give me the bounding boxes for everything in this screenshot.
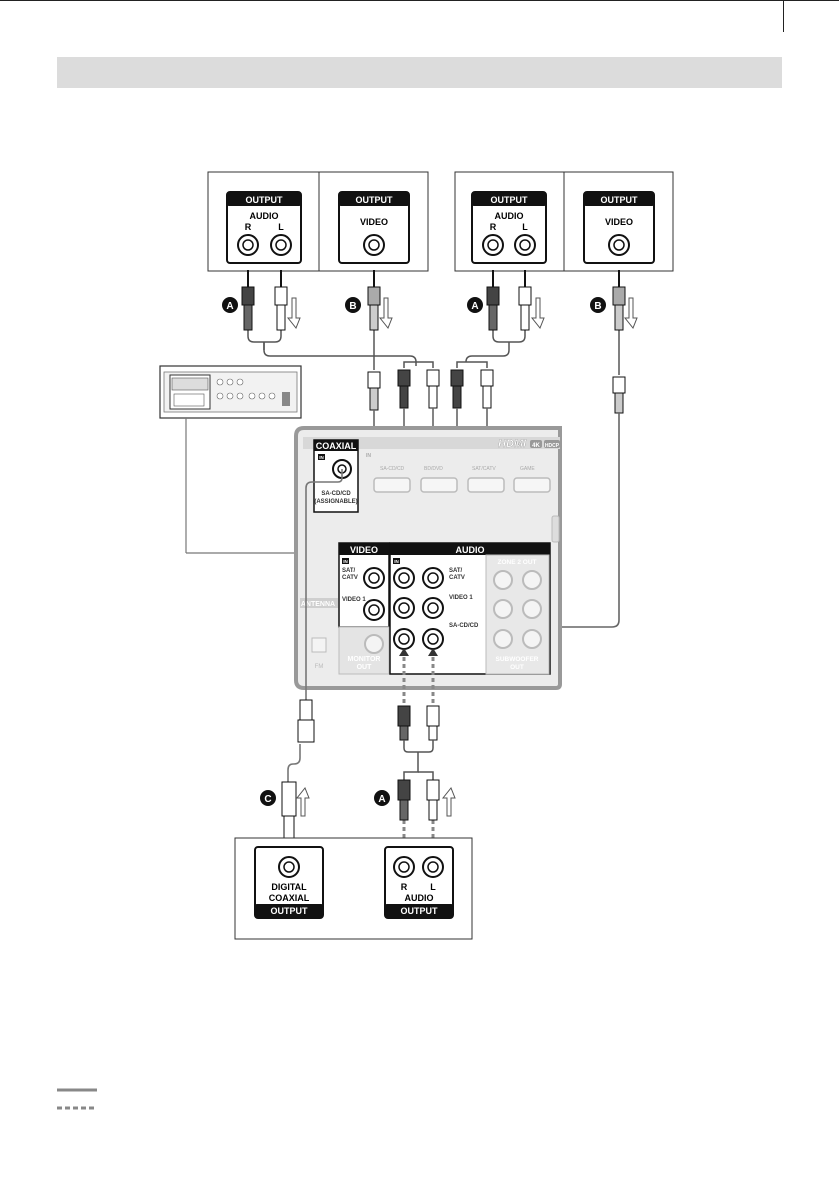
svg-text:B: B xyxy=(594,301,601,312)
plugs-mid xyxy=(367,369,626,414)
page-top-rule xyxy=(0,0,839,1)
top-right-r: R xyxy=(490,222,497,232)
top-left-audio-header: OUTPUT xyxy=(246,195,284,205)
coaxial-label: COAXIAL xyxy=(316,441,357,451)
audio-sacd: SA-CD/CD xyxy=(449,623,479,629)
video-section-label: VIDEO xyxy=(350,545,378,555)
video-sat-1: SAT/ xyxy=(342,568,356,574)
plug-icon xyxy=(486,270,500,331)
audio-section-label: AUDIO xyxy=(456,545,485,555)
top-left-audio-label: AUDIO xyxy=(250,211,279,221)
bottom-arrows-up xyxy=(399,648,438,656)
subwoofer-out-1: SUBWOOFER xyxy=(496,656,539,663)
top-right-video-header: OUTPUT xyxy=(601,195,639,205)
cable-marker-c: C xyxy=(260,790,276,806)
plug-icon xyxy=(274,270,288,331)
receiver-thumbnail xyxy=(159,365,302,554)
flow-arrows-bottom xyxy=(295,787,456,817)
device-top-right: OUTPUT AUDIO R L OUTPUT VIDEO xyxy=(454,171,674,272)
top-right-l: L xyxy=(522,222,528,232)
coax-sub-2: (ASSIGNABLE) xyxy=(314,499,357,505)
bottom-audio-footer: OUTPUT xyxy=(401,906,439,916)
cable-marker-b2: B xyxy=(590,297,606,313)
hdmi-badge-4k: 4K xyxy=(532,443,540,449)
top-right-video-label: VIDEO xyxy=(605,217,633,227)
cable-marker-a1: A xyxy=(222,297,238,313)
plug-icon xyxy=(367,270,381,331)
hdmi-label: HDMI xyxy=(498,438,527,450)
device-top-left: OUTPUT AUDIO R L OUTPUT VIDEO xyxy=(207,171,429,272)
top-left-l: L xyxy=(278,222,284,232)
antenna-label: ANTENNA xyxy=(301,601,335,608)
plugs-top xyxy=(241,270,626,331)
bottom-audio-label: AUDIO xyxy=(405,893,434,903)
audio-sat-2: CATV xyxy=(449,575,465,581)
hdmi-port-3-label: SAT/CATV xyxy=(472,466,496,472)
top-right-audio-label: AUDIO xyxy=(495,211,524,221)
plug-icon xyxy=(612,270,626,331)
coax-out-footer: OUTPUT xyxy=(271,906,309,916)
hdmi-port-1-label: SA-CD/CD xyxy=(380,466,405,472)
subwoofer-out-2: OUT xyxy=(510,664,524,671)
cable-marker-a2: A xyxy=(467,297,483,313)
monitor-out-1: MONITOR xyxy=(348,656,381,663)
svg-text:B: B xyxy=(349,301,356,312)
cable-marker-b1: B xyxy=(345,297,361,313)
top-right-audio-header: OUTPUT xyxy=(491,195,529,205)
legend xyxy=(57,1088,97,1110)
hdmi-ports xyxy=(373,477,551,493)
section-header-band xyxy=(57,57,782,88)
coax-out-label-2: COAXIAL xyxy=(269,893,310,903)
audio-video1: VIDEO 1 xyxy=(449,595,473,601)
bottom-mid-plugs xyxy=(397,705,440,821)
svg-text:A: A xyxy=(378,794,385,805)
plug-icon xyxy=(241,270,255,331)
video-in-label: IN xyxy=(343,559,348,564)
monitor-out-2: OUT xyxy=(357,664,373,671)
audio-in-label: IN xyxy=(394,559,399,564)
audio-sat-1: SAT/ xyxy=(449,568,463,574)
coax-out-label-1: DIGITAL xyxy=(271,882,307,892)
top-cables xyxy=(247,330,620,375)
hdmi-port-2-label: BD/DVD xyxy=(424,466,443,472)
plug-icon xyxy=(518,270,532,331)
svg-text:A: A xyxy=(471,301,478,312)
coax-cable xyxy=(287,469,343,782)
svg-text:A: A xyxy=(226,301,233,312)
video-sat-2: CATV xyxy=(342,575,358,581)
bottom-r: R xyxy=(401,882,408,892)
coax-sub-1: SA-CD/CD xyxy=(321,491,351,497)
coax-in-label: IN xyxy=(319,455,324,460)
hdmi-badge-hdcp: HDCP xyxy=(545,443,560,449)
device-bottom: DIGITAL COAXIAL OUTPUT R L AUDIO OUTPUT xyxy=(234,837,473,940)
top-left-video-header: OUTPUT xyxy=(356,195,394,205)
audio-jacks xyxy=(393,567,444,650)
svg-text:C: C xyxy=(264,794,271,805)
top-left-r: R xyxy=(245,222,252,232)
page-corner-rule xyxy=(783,0,784,32)
cable-marker-a3: A xyxy=(374,790,390,806)
flow-arrows-top xyxy=(286,297,638,329)
hdmi-port-4-label: GAME xyxy=(520,466,535,472)
video-video1: VIDEO 1 xyxy=(342,597,366,603)
fm-label: FM xyxy=(315,664,324,670)
coax-plug xyxy=(281,699,315,855)
receiver-rear-panel: HDMI 4K HDCP IN SA-CD/CD BD/DVD SAT/CATV… xyxy=(294,426,562,690)
bottom-l: L xyxy=(430,882,436,892)
zone2-out-label: ZONE 2 OUT xyxy=(497,559,536,566)
hdmi-in-label: IN xyxy=(366,453,371,459)
top-left-video-label: VIDEO xyxy=(360,217,388,227)
